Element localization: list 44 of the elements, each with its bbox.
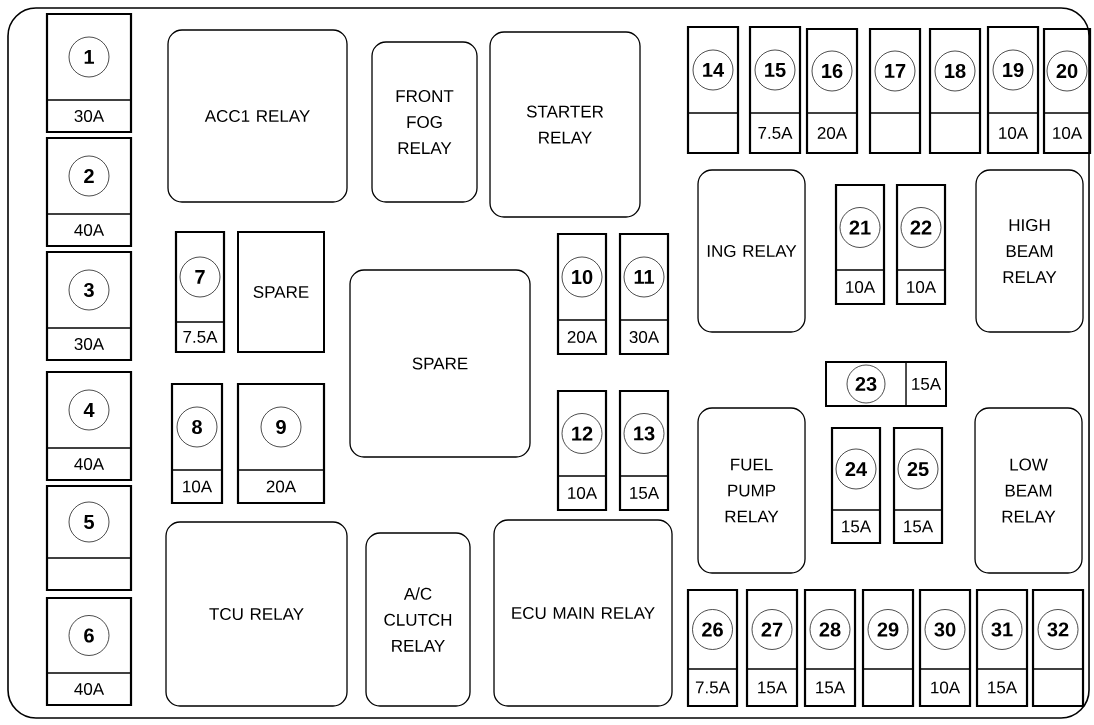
fuse-slot: 8 10A [170, 382, 224, 505]
fuse-slot: 3 30A [45, 250, 133, 362]
fuse-slot: 27 15A [745, 588, 799, 708]
fuse-slot: 12 10A [556, 389, 608, 512]
fuse-slot: 15 7.5A [748, 25, 802, 155]
fuse-slot: 11 30A [618, 232, 670, 356]
relay-box: ING RELAY [697, 169, 806, 333]
fuse-slot: 16 20A [805, 27, 859, 155]
fuse-slot: 20 10A [1042, 27, 1092, 155]
fuse-slot: 5 [45, 484, 133, 592]
relay-box: TCU RELAY [165, 521, 348, 707]
fuse-slot: 10 20A [556, 232, 608, 356]
relay-box: FRONT FOG RELAY [371, 41, 478, 203]
fuse-slot: 29 [861, 588, 915, 708]
fuse-slot: 18 [928, 27, 982, 155]
spare-slot: SPARE [237, 231, 325, 353]
fuse-slot: 7 7.5A [174, 230, 226, 354]
fuse-slot: 9 20A [236, 382, 326, 505]
fuse-slot: 1 30A [45, 12, 133, 134]
fuse-slot: 23 15A [825, 361, 947, 407]
relay-box: A/C CLUTCH RELAY [365, 532, 471, 707]
fuse-slot: 21 10A [834, 183, 886, 306]
relay-box: SPARE [349, 269, 531, 458]
fuse-slot: 25 15A [892, 426, 944, 545]
relay-box: ACC1 RELAY [167, 29, 348, 203]
fuse-slot: 22 10A [895, 183, 947, 306]
relay-box: HIGH BEAM RELAY [975, 169, 1084, 333]
fuse-slot: 24 15A [830, 426, 882, 545]
fuse-slot: 13 15A [618, 389, 670, 512]
relay-box: LOW BEAM RELAY [974, 407, 1083, 574]
relay-box: FUEL PUMP RELAY [697, 407, 806, 574]
fuse-slot: 14 [686, 25, 740, 155]
fuse-slot: 19 10A [986, 25, 1040, 155]
fuse-slot: 2 40A [45, 136, 133, 248]
relay-box: ECU MAIN RELAY [493, 519, 673, 707]
relay-box: STARTER RELAY [489, 31, 641, 218]
fuse-slot: 6 40A [45, 596, 133, 707]
fuse-slot: 32 [1031, 588, 1085, 708]
fuse-slot: 31 15A [975, 588, 1029, 708]
fuse-slot: 26 7.5A [686, 588, 739, 708]
fuse-slot: 28 15A [803, 588, 857, 708]
fuse-slot: 17 [868, 27, 922, 155]
fuse-slot: 4 40A [45, 370, 133, 482]
fuse-slot: 30 10A [918, 588, 972, 708]
